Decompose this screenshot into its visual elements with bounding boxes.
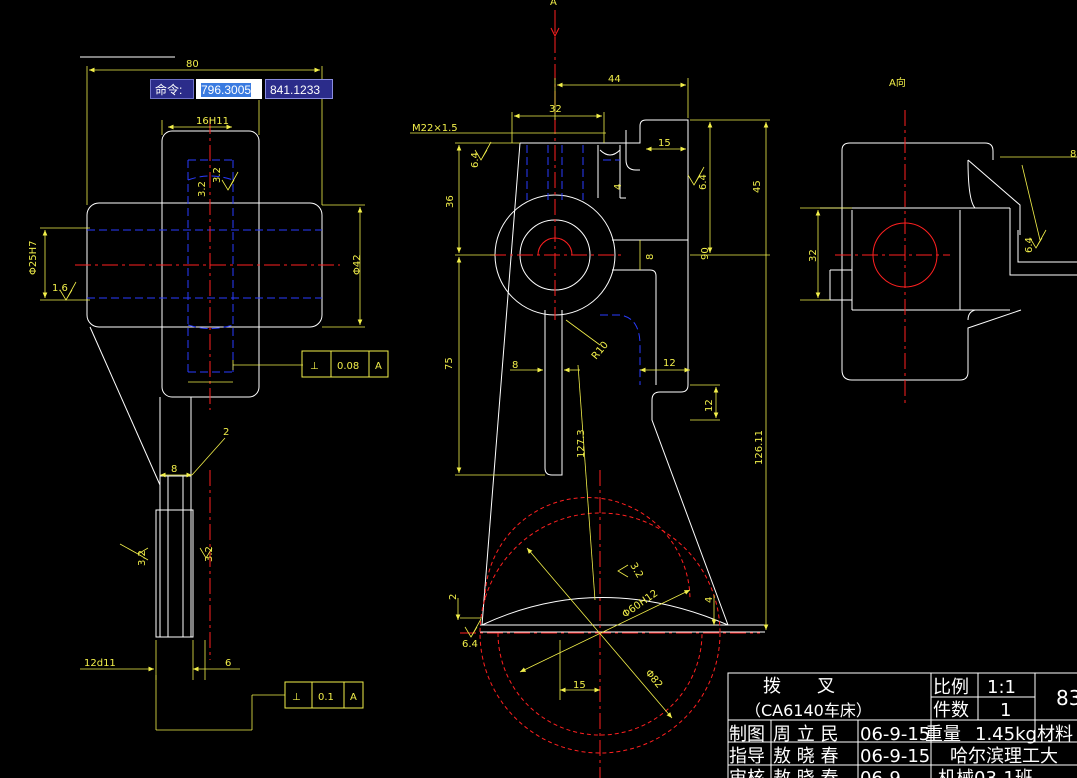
svg-text:6: 6 bbox=[225, 658, 231, 669]
svg-text:12d11: 12d11 bbox=[84, 658, 116, 669]
center-view-dims bbox=[410, 78, 770, 719]
svg-text:12: 12 bbox=[704, 399, 715, 412]
svg-text:83: 83 bbox=[1056, 686, 1077, 710]
svg-text:A: A bbox=[375, 361, 382, 372]
svg-text:126.11: 126.11 bbox=[754, 430, 765, 465]
svg-text:8: 8 bbox=[645, 254, 656, 260]
tolerance-frame-1: ⊥ 0.08 A bbox=[301, 350, 389, 378]
svg-text:2: 2 bbox=[448, 594, 459, 600]
svg-text:3.2: 3.2 bbox=[204, 546, 215, 562]
svg-text:敖 晓 春: 敖 晓 春 bbox=[773, 746, 838, 767]
svg-text:1.45kg: 1.45kg bbox=[975, 724, 1037, 745]
svg-text:Φ60H12: Φ60H12 bbox=[620, 588, 660, 620]
command-prompt-label: 命令: bbox=[150, 79, 194, 99]
center-view bbox=[480, 119, 765, 633]
svg-text:06-9-: 06-9- bbox=[860, 768, 907, 778]
left-view-dim-text: 80 16H11 Φ25H7 Φ42 3.2 3.2 1.6 8 2 3.2 3… bbox=[28, 59, 363, 669]
svg-text:指导: 指导 bbox=[729, 746, 765, 767]
title-block-text: 拨 叉 （CA6140车床） 比例 1:1 件数 1 83 制图 周 立 民 0… bbox=[729, 676, 1077, 778]
svg-text:45: 45 bbox=[752, 180, 763, 193]
svg-text:1: 1 bbox=[1000, 700, 1011, 721]
x-coordinate-value[interactable]: 796.3005 bbox=[201, 83, 252, 97]
svg-text:80: 80 bbox=[186, 59, 199, 70]
svg-text:A向: A向 bbox=[889, 76, 906, 89]
svg-text:审核: 审核 bbox=[729, 768, 765, 778]
svg-text:75: 75 bbox=[444, 357, 455, 370]
svg-text:比例: 比例 bbox=[933, 677, 969, 698]
svg-text:15: 15 bbox=[658, 138, 671, 149]
svg-text:2: 2 bbox=[223, 427, 229, 438]
svg-text:06-9-15: 06-9-15 bbox=[860, 724, 930, 745]
svg-text:8: 8 bbox=[1070, 149, 1076, 160]
right-view-centers bbox=[835, 110, 950, 405]
svg-text:1.6: 1.6 bbox=[52, 283, 68, 294]
svg-text:拨 叉: 拨 叉 bbox=[763, 676, 835, 697]
svg-text:3.2: 3.2 bbox=[197, 181, 208, 197]
svg-text:3.2: 3.2 bbox=[627, 561, 644, 580]
center-view-hidden bbox=[526, 145, 641, 385]
svg-text:重量: 重量 bbox=[925, 724, 961, 745]
svg-text:⊥: ⊥ bbox=[292, 692, 301, 703]
svg-text:36: 36 bbox=[445, 195, 456, 208]
right-view-text: A向 32 8 6.4 bbox=[808, 76, 1076, 262]
svg-text:Φ42: Φ42 bbox=[352, 254, 363, 275]
right-view-dims bbox=[800, 156, 1077, 301]
x-coordinate-input[interactable]: 796.3005 bbox=[196, 79, 262, 99]
left-view-centers bbox=[75, 118, 340, 660]
right-view bbox=[820, 142, 1077, 381]
svg-text:3.2: 3.2 bbox=[212, 167, 223, 183]
svg-text:⊥: ⊥ bbox=[310, 361, 319, 372]
svg-text:6.4: 6.4 bbox=[698, 174, 709, 190]
left-view-hidden bbox=[87, 159, 322, 373]
svg-text:6.4: 6.4 bbox=[470, 152, 481, 168]
svg-text:44: 44 bbox=[608, 74, 621, 85]
svg-text:6.4: 6.4 bbox=[1024, 237, 1035, 253]
left-view-dims bbox=[40, 66, 365, 731]
svg-text:3.2: 3.2 bbox=[137, 550, 148, 566]
svg-text:R10: R10 bbox=[590, 340, 611, 362]
svg-text:15: 15 bbox=[573, 680, 586, 691]
svg-text:6.4: 6.4 bbox=[462, 639, 478, 650]
svg-text:材料: 材料 bbox=[1037, 724, 1073, 745]
tolerance-frame-2: ⊥ 0.1 A bbox=[284, 681, 364, 709]
svg-text:90: 90 bbox=[700, 247, 711, 260]
svg-text:敖 晓 春: 敖 晓 春 bbox=[773, 768, 838, 778]
svg-text:哈尔滨理工大: 哈尔滨理工大 bbox=[950, 746, 1058, 767]
y-coordinate-input[interactable]: 841.1233 bbox=[265, 79, 333, 99]
center-view-dim-text: A 44 32 M22×1.5 15 36 45 90 75 8 8 12 12… bbox=[412, 0, 765, 691]
svg-text:机械03-1班: 机械03-1班 bbox=[938, 768, 1033, 778]
svg-text:06-9-15: 06-9-15 bbox=[860, 746, 930, 767]
svg-text:127.3: 127.3 bbox=[576, 429, 587, 458]
title-block bbox=[727, 672, 1077, 778]
svg-text:32: 32 bbox=[549, 104, 562, 115]
svg-text:16H11: 16H11 bbox=[196, 116, 229, 127]
svg-text:A: A bbox=[350, 692, 357, 703]
svg-text:周 立 民: 周 立 民 bbox=[773, 724, 838, 745]
svg-text:（CA6140车床）: （CA6140车床） bbox=[745, 701, 872, 720]
svg-text:4: 4 bbox=[613, 184, 624, 190]
svg-text:32: 32 bbox=[808, 249, 819, 262]
center-view-centers bbox=[460, 10, 760, 778]
svg-text:0.1: 0.1 bbox=[318, 692, 334, 703]
svg-text:Φ25H7: Φ25H7 bbox=[28, 241, 39, 275]
svg-text:4: 4 bbox=[704, 597, 715, 603]
svg-text:M22×1.5: M22×1.5 bbox=[412, 123, 458, 134]
svg-text:8: 8 bbox=[512, 360, 518, 371]
svg-text:制图: 制图 bbox=[729, 724, 765, 745]
svg-text:8: 8 bbox=[171, 464, 177, 475]
svg-text:1:1: 1:1 bbox=[987, 677, 1016, 698]
svg-text:件数: 件数 bbox=[933, 700, 969, 721]
svg-text:A: A bbox=[550, 0, 557, 8]
svg-text:12: 12 bbox=[663, 358, 676, 369]
svg-text:0.08: 0.08 bbox=[337, 361, 359, 372]
